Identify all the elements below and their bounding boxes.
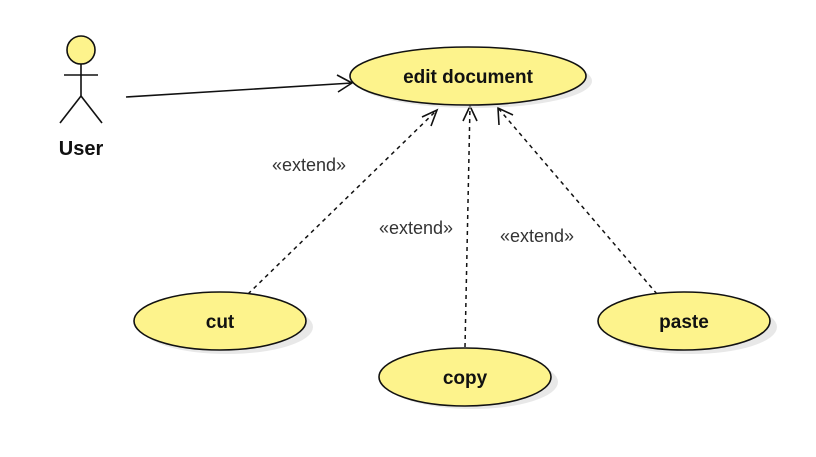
use-case-ellipse	[378, 347, 552, 407]
extend-paste-arrowhead	[497, 106, 514, 126]
association-arrowhead	[336, 74, 354, 93]
extend-copy[interactable]: «extend»	[379, 104, 478, 348]
use-case-copy[interactable]: copy	[378, 347, 558, 409]
use-case-label: edit document	[403, 67, 534, 88]
extend-paste-label: «extend»	[500, 226, 574, 246]
use-case-label: cut	[206, 312, 235, 333]
use-case-edit-document[interactable]: edit document	[349, 46, 592, 108]
use-case-ellipse	[133, 291, 307, 351]
use-case-label: paste	[659, 312, 709, 333]
extend-cut-arrowhead	[421, 108, 439, 127]
use-case-paste[interactable]: paste	[597, 291, 777, 354]
extend-copy-line	[464, 105, 471, 348]
use-case-ellipse	[349, 46, 587, 106]
extend-paste-line	[497, 107, 658, 295]
extend-cut[interactable]: «extend»	[247, 108, 439, 295]
extend-cut-line	[247, 109, 438, 295]
use-case-ellipse	[597, 291, 771, 351]
use-case-label: copy	[443, 368, 488, 389]
actor-user[interactable]: User	[59, 35, 104, 160]
extend-paste[interactable]: «extend»	[497, 106, 658, 295]
extend-cut-label: «extend»	[272, 155, 346, 175]
extend-copy-label: «extend»	[379, 218, 453, 238]
actor-head	[66, 35, 96, 65]
actor-left-leg	[59, 95, 82, 124]
actor-right-leg	[80, 95, 103, 124]
association-user-edit-document[interactable]	[125, 74, 354, 98]
association-line	[125, 82, 353, 98]
actor-label: User	[59, 138, 104, 160]
use-case-cut[interactable]: cut	[133, 291, 313, 354]
